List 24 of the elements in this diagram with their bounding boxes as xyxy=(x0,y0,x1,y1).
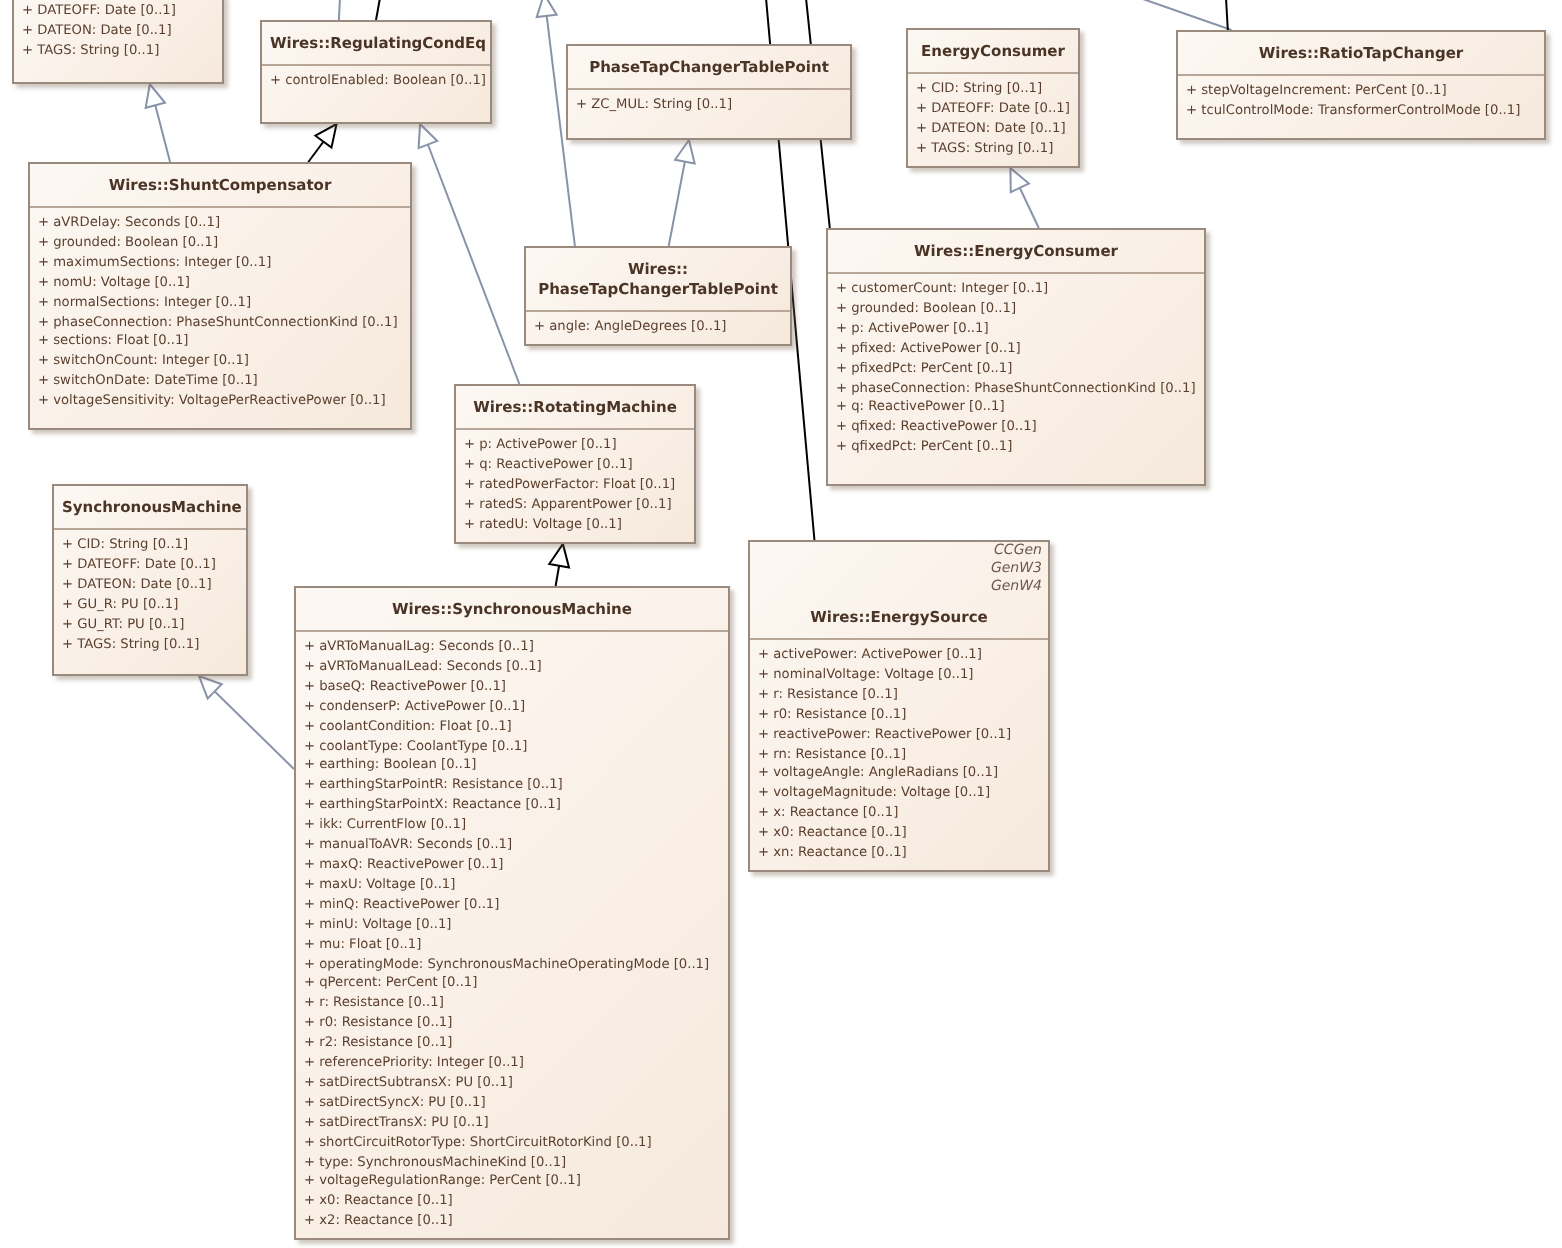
generalization-arrow xyxy=(1009,167,1040,229)
class-box xyxy=(524,246,792,346)
connector-line xyxy=(1139,0,1233,31)
generalization-arrow xyxy=(417,123,521,385)
generalization-arrow xyxy=(144,83,172,163)
class-box xyxy=(454,384,696,544)
connector-line xyxy=(337,0,341,21)
generalization-arrow xyxy=(307,123,338,163)
class-box xyxy=(826,228,1206,486)
class-box xyxy=(906,28,1080,168)
class-box xyxy=(748,540,1050,872)
class-box xyxy=(260,20,492,124)
class-box xyxy=(28,162,412,430)
generalization-arrow xyxy=(198,675,295,771)
generalization-arrow xyxy=(535,0,576,247)
generalization-arrow xyxy=(548,543,570,587)
connector-line xyxy=(1225,0,1229,31)
generalization-arrow xyxy=(667,139,696,247)
class-box xyxy=(12,0,224,84)
class-box xyxy=(1176,30,1546,140)
class-box xyxy=(566,44,852,140)
class-box xyxy=(52,484,248,676)
class-box xyxy=(294,586,730,1241)
connector-line xyxy=(375,0,381,21)
